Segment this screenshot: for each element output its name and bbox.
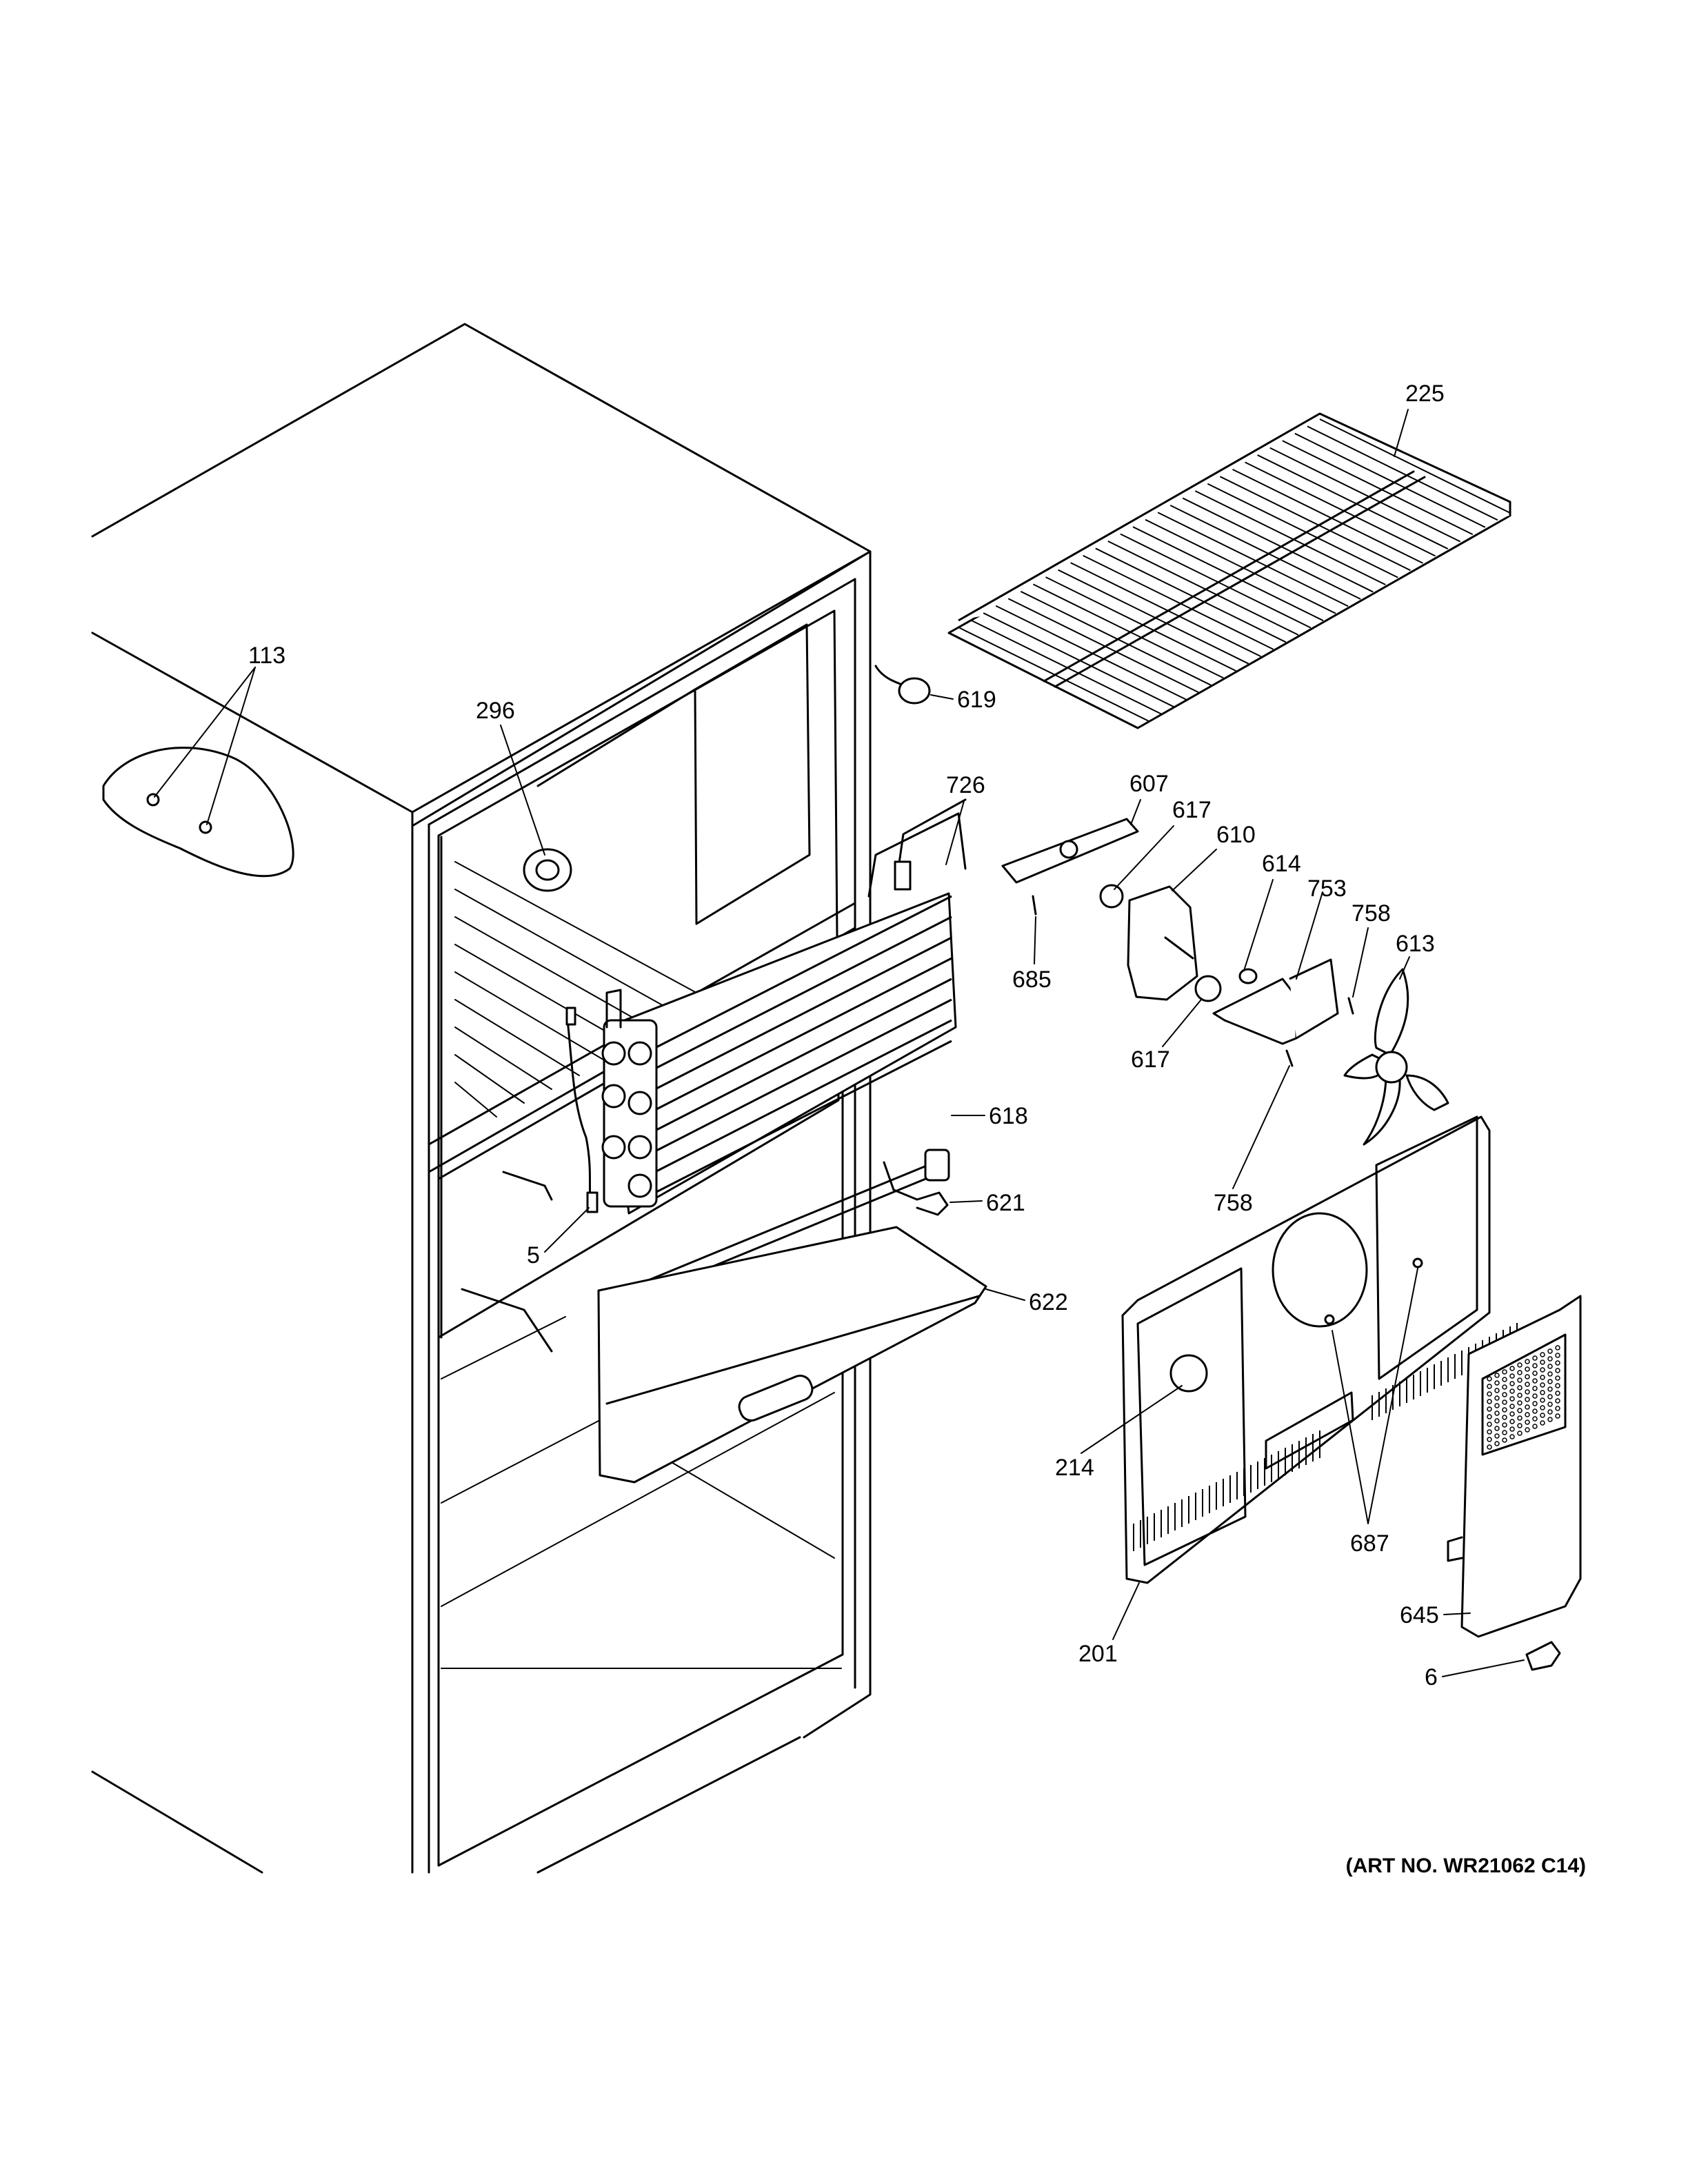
evaporator-tubes xyxy=(654,895,952,1194)
callout-labels: 113 225 296 619 726 607 617 610 614 753 … xyxy=(248,381,1586,1877)
callout-687: 687 xyxy=(1350,1530,1389,1557)
evaporator-cover-201 xyxy=(1121,1115,1518,1584)
callout-296: 296 xyxy=(476,698,515,724)
duct-cover-645 xyxy=(1447,1295,1582,1638)
leader-lines xyxy=(154,409,1525,1677)
evaporator-726 xyxy=(601,798,967,1215)
callout-225: 225 xyxy=(1405,381,1445,407)
callout-621: 621 xyxy=(986,1190,1025,1216)
fan-blade-613 xyxy=(1343,968,1449,1146)
callout-753: 753 xyxy=(1307,876,1347,902)
callout-214: 214 xyxy=(1055,1455,1094,1481)
thermistor-619 xyxy=(874,665,931,705)
callout-617-bottom: 617 xyxy=(1131,1046,1170,1073)
art-number: (ART NO. WR21062 C14) xyxy=(1346,1854,1586,1877)
foot-6 xyxy=(1525,1641,1561,1671)
shelf-wires xyxy=(958,418,1511,722)
callout-619: 619 xyxy=(957,687,996,713)
wire-shelf-225 xyxy=(947,412,1511,729)
callout-607: 607 xyxy=(1129,771,1169,797)
callout-613: 613 xyxy=(1396,931,1435,957)
grommets-617 xyxy=(1099,884,1222,1002)
motor-bracket-753 xyxy=(1212,958,1354,1067)
clip-621 xyxy=(883,1161,949,1216)
callout-618: 618 xyxy=(989,1103,1028,1129)
light-socket-296 xyxy=(523,848,572,892)
callout-6: 6 xyxy=(1425,1664,1438,1690)
callout-5: 5 xyxy=(527,1242,540,1268)
callout-758-bottom: 758 xyxy=(1214,1190,1253,1216)
callout-685: 685 xyxy=(1012,967,1052,993)
cover-113 xyxy=(102,747,294,878)
callout-201: 201 xyxy=(1078,1641,1118,1667)
defrost-sensor-5 xyxy=(565,1007,599,1213)
callout-622: 622 xyxy=(1029,1289,1068,1315)
callout-617-top: 617 xyxy=(1172,797,1212,823)
callout-645: 645 xyxy=(1400,1602,1439,1628)
drain-pan-622 xyxy=(597,1226,987,1484)
callout-113: 113 xyxy=(248,643,285,669)
bracket-607 xyxy=(1001,818,1139,916)
duct-grille xyxy=(1487,1345,1560,1450)
callout-614: 614 xyxy=(1262,851,1301,877)
callout-610: 610 xyxy=(1216,822,1256,848)
callout-726: 726 xyxy=(946,772,985,798)
fan-motor-610 xyxy=(1127,885,1198,1001)
callout-758-top: 758 xyxy=(1352,900,1391,927)
